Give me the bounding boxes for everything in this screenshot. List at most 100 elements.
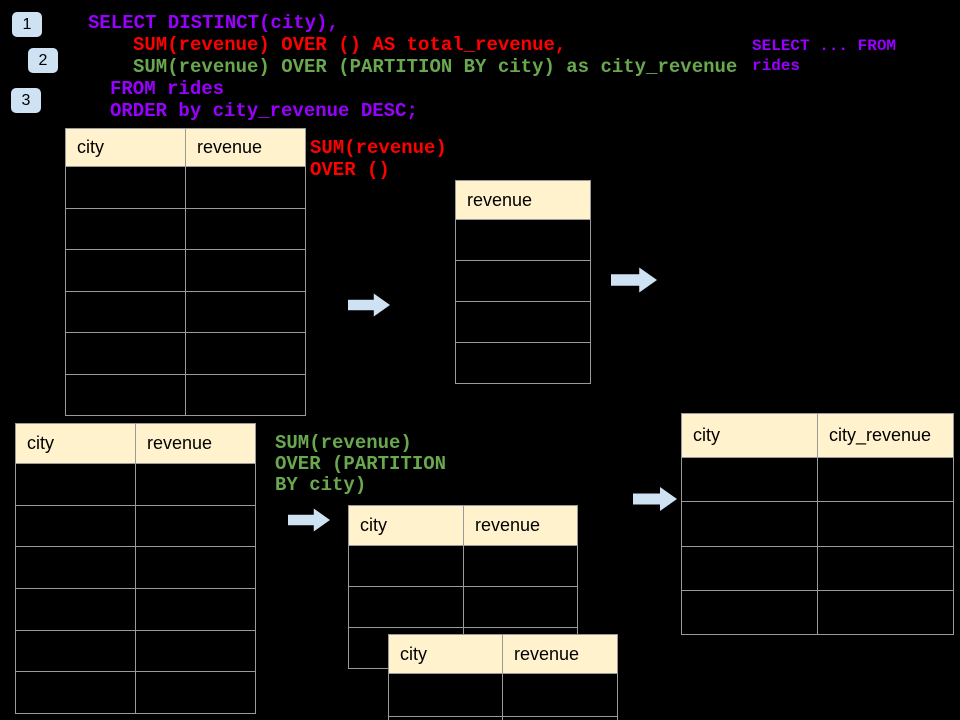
table-partition-back: city revenue [348, 505, 578, 669]
table-row [389, 717, 618, 720]
table-cell [456, 343, 591, 384]
table-header-row: revenue [456, 181, 591, 220]
table-cell [682, 546, 818, 591]
column-header-revenue: revenue [456, 181, 591, 220]
table-row [66, 374, 306, 416]
table-cell [818, 546, 954, 591]
table-cell [503, 717, 618, 720]
table-cell [16, 547, 136, 590]
table-cell [16, 589, 136, 631]
table-cell [456, 220, 591, 261]
table-partition-result: city city_revenue [681, 413, 954, 635]
table-row [349, 546, 578, 587]
column-header-city-revenue: city_revenue [818, 414, 954, 458]
table-cell [503, 674, 618, 717]
table-cell [456, 261, 591, 302]
table-cell [682, 458, 818, 503]
table-cell [464, 546, 578, 587]
table-cell [349, 546, 464, 587]
table-cell [186, 167, 306, 209]
side-note-line1: SELECT ... FROM [752, 37, 897, 55]
table-row [456, 261, 591, 302]
table-cell [136, 672, 256, 715]
table-cell [186, 333, 306, 375]
table-row [16, 589, 256, 631]
total-annotation-line1: SUM(revenue) [310, 137, 447, 159]
table-row [389, 674, 618, 717]
flow-arrow-icon [288, 508, 330, 532]
step-badge-2: 2 [28, 48, 58, 73]
table-row [682, 502, 954, 547]
partition-annotation-line2: OVER (PARTITION [275, 453, 447, 475]
sql-line-total-sum: SUM(revenue) OVER () AS total_revenue, [133, 34, 567, 56]
table-cell [136, 464, 256, 506]
table-cell [682, 590, 818, 635]
table-cell [16, 672, 136, 715]
table-row [66, 291, 306, 333]
table-cell [16, 630, 136, 673]
table-row [456, 302, 591, 343]
table-cell [136, 547, 256, 590]
table-cell [389, 717, 503, 720]
table-partition-front: city revenue [388, 634, 618, 720]
sql-line-select: SELECT DISTINCT(city), [88, 12, 339, 34]
step-badge-3: 3 [11, 88, 41, 113]
table-header-row: city revenue [389, 635, 618, 674]
table-row [66, 250, 306, 292]
table-cell [66, 208, 186, 250]
sql-line-partition-sum: SUM(revenue) OVER (PARTITION BY city) as… [133, 56, 738, 78]
table-row [349, 587, 578, 628]
table-source-top: city revenue [65, 128, 306, 416]
table-cell [186, 208, 306, 250]
column-header-city: city [66, 129, 186, 167]
table-cell [186, 374, 306, 416]
table-cell [818, 458, 954, 503]
total-annotation-line2: OVER () [310, 159, 390, 181]
table-row [16, 547, 256, 590]
table-row [456, 220, 591, 261]
flow-arrow-icon [633, 487, 677, 511]
table-cell [186, 291, 306, 333]
table-header-row: city revenue [66, 129, 306, 167]
table-cell [66, 250, 186, 292]
table-cell [66, 374, 186, 416]
partition-annotation-line3: BY city) [275, 474, 367, 496]
table-cell [818, 502, 954, 547]
column-header-city: city [16, 424, 136, 464]
table-total-result: revenue [455, 180, 591, 384]
side-note-line2: rides [752, 57, 801, 75]
column-header-revenue: revenue [186, 129, 306, 167]
table-row [66, 333, 306, 375]
table-row [16, 464, 256, 506]
table-row [682, 458, 954, 503]
table-cell [136, 505, 256, 548]
table-cell [136, 589, 256, 631]
table-row [16, 672, 256, 715]
table-cell [186, 250, 306, 292]
flow-arrow-icon [348, 293, 390, 317]
table-row [456, 343, 591, 384]
table-cell [682, 502, 818, 547]
table-row [66, 208, 306, 250]
table-cell [66, 333, 186, 375]
column-header-revenue: revenue [136, 424, 256, 464]
column-header-revenue: revenue [464, 506, 578, 546]
table-cell [66, 167, 186, 209]
table-cell [818, 590, 954, 635]
table-row [16, 505, 256, 548]
table-cell [16, 505, 136, 548]
column-header-city: city [389, 635, 503, 674]
sql-line-order-by: ORDER by city_revenue DESC; [110, 100, 418, 122]
partition-annotation-line1: SUM(revenue) [275, 432, 412, 454]
column-header-city: city [682, 414, 818, 458]
table-row [16, 630, 256, 673]
table-cell [464, 587, 578, 628]
table-cell [16, 464, 136, 506]
column-header-revenue: revenue [503, 635, 618, 674]
sql-line-from: FROM rides [110, 78, 225, 100]
table-header-row: city revenue [16, 424, 256, 464]
table-cell [389, 674, 503, 717]
table-source-bottom: city revenue [15, 423, 256, 715]
